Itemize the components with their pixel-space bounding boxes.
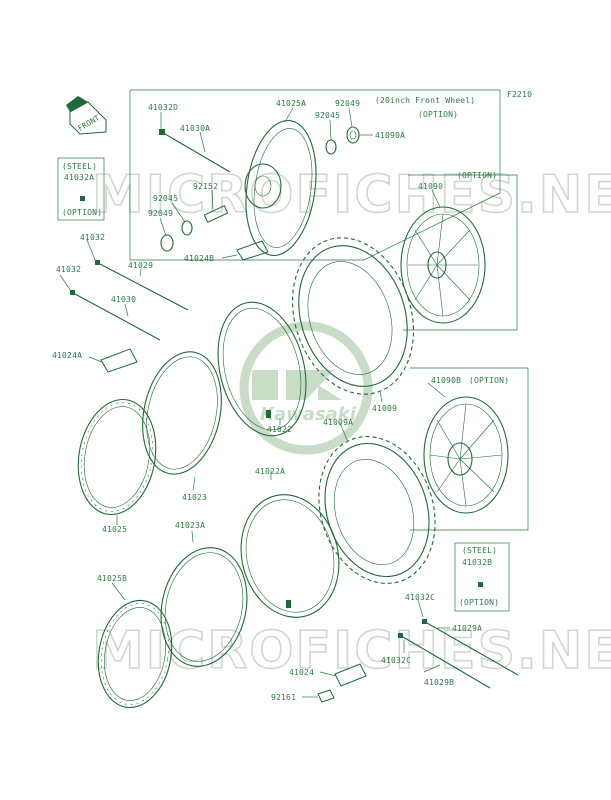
part-41024b: 41024B	[184, 254, 214, 263]
option-wheel-41090b-box	[410, 367, 529, 531]
bearing-92049-top	[346, 126, 360, 144]
part-92049-mid: 92049	[148, 209, 173, 218]
part-41025: 41025	[102, 525, 127, 534]
part-41029b: 41029B	[424, 678, 454, 687]
part-41009a: 41009A	[323, 418, 353, 427]
leader-lines	[59, 107, 450, 698]
rim-band-41024	[334, 663, 367, 687]
diagram-code: F2210	[507, 90, 532, 99]
bearing-92049-mid	[160, 234, 174, 252]
collar-92152	[203, 205, 229, 223]
front-wheel-title: (20inch Front Wheel)	[375, 96, 475, 105]
valve-41032d	[159, 129, 231, 173]
option-label-41090b: (OPTION)	[469, 376, 509, 385]
steel-label-b: (STEEL)	[462, 546, 497, 555]
option-label-b: (OPTION)	[459, 598, 499, 607]
option-wheel-41090-box: (OPTION)	[400, 171, 518, 331]
rim-41025b	[97, 599, 173, 709]
front-arrow-icon: FRONT	[66, 96, 107, 135]
steel-option-box-b: (STEEL) 41032B (OPTION)	[454, 542, 510, 612]
rim-band-41023	[142, 351, 222, 475]
part-92049-top: 92049	[335, 99, 360, 108]
part-92161: 92161	[271, 693, 296, 702]
part-41029: 41029	[128, 261, 153, 270]
part-92045-top: 92045	[315, 111, 340, 120]
watermark-top: MICROFICHES.NET	[92, 165, 611, 225]
logo-text: Kawasaki	[260, 404, 357, 425]
spokes-41029	[95, 260, 189, 311]
clip-92161	[317, 689, 335, 703]
part-41032c-a: 41032C	[405, 593, 435, 602]
rim-band-41023a	[160, 547, 248, 667]
part-41032a: 41032A	[64, 173, 94, 182]
part-41022: 41022	[267, 425, 292, 434]
front-wheel-option: (OPTION)	[418, 110, 458, 119]
spokes-41090	[408, 213, 478, 317]
part-41025b: 41025B	[97, 574, 127, 583]
part-92152: 92152	[193, 182, 218, 191]
part-41030a: 41030A	[180, 124, 210, 133]
rim-41025a	[244, 119, 317, 257]
spokes-41090b	[429, 403, 503, 507]
spokes-41029b	[398, 633, 491, 689]
part-41090b: 41090B	[431, 376, 461, 385]
part-41032c-b: 41032C	[381, 656, 411, 665]
tire-41009	[292, 237, 414, 395]
rim-band-41024b	[236, 240, 269, 261]
part-41032d: 41032D	[148, 103, 178, 112]
option-label-41090: (OPTION)	[457, 171, 497, 180]
part-41025a: 41025A	[276, 99, 306, 108]
steel-label-a: (STEEL)	[62, 162, 97, 171]
spokes-41030	[70, 290, 161, 341]
part-41029a: 41029A	[452, 624, 482, 633]
part-41023: 41023	[182, 493, 207, 502]
part-41022a: 41022A	[255, 467, 285, 476]
part-41032b: 41032B	[462, 558, 492, 567]
part-92045-mid: 92045	[153, 194, 178, 203]
part-41023a: 41023A	[175, 521, 205, 530]
part-41090a: 41090A	[375, 131, 405, 140]
seal-92045-top	[325, 139, 337, 155]
seal-92045-mid	[181, 220, 193, 236]
steel-option-box-a: (STEEL) 41032A (OPTION)	[57, 157, 105, 221]
tube-41022a	[240, 494, 340, 618]
part-41030: 41030	[111, 295, 136, 304]
part-41024a: 41024A	[52, 351, 82, 360]
part-41024: 41024	[289, 668, 314, 677]
spokes-41029a	[422, 619, 519, 676]
tube-41022	[217, 301, 307, 437]
part-41032-a: 41032	[80, 233, 105, 242]
part-labels: 41032D 41030A 41025A 92049 92045 41090A …	[52, 99, 509, 702]
watermark-bottom: MICROFICHES.NET	[92, 621, 611, 681]
part-41009: 41009	[372, 404, 397, 413]
front-wheel-box: (20inch Front Wheel) (OPTION)	[129, 89, 501, 261]
rim-41025	[77, 398, 157, 516]
part-41032-b: 41032	[56, 265, 81, 274]
option-label-a: (OPTION)	[62, 208, 102, 217]
part-41090: 41090	[418, 182, 443, 191]
rim-band-41024a	[100, 348, 138, 373]
